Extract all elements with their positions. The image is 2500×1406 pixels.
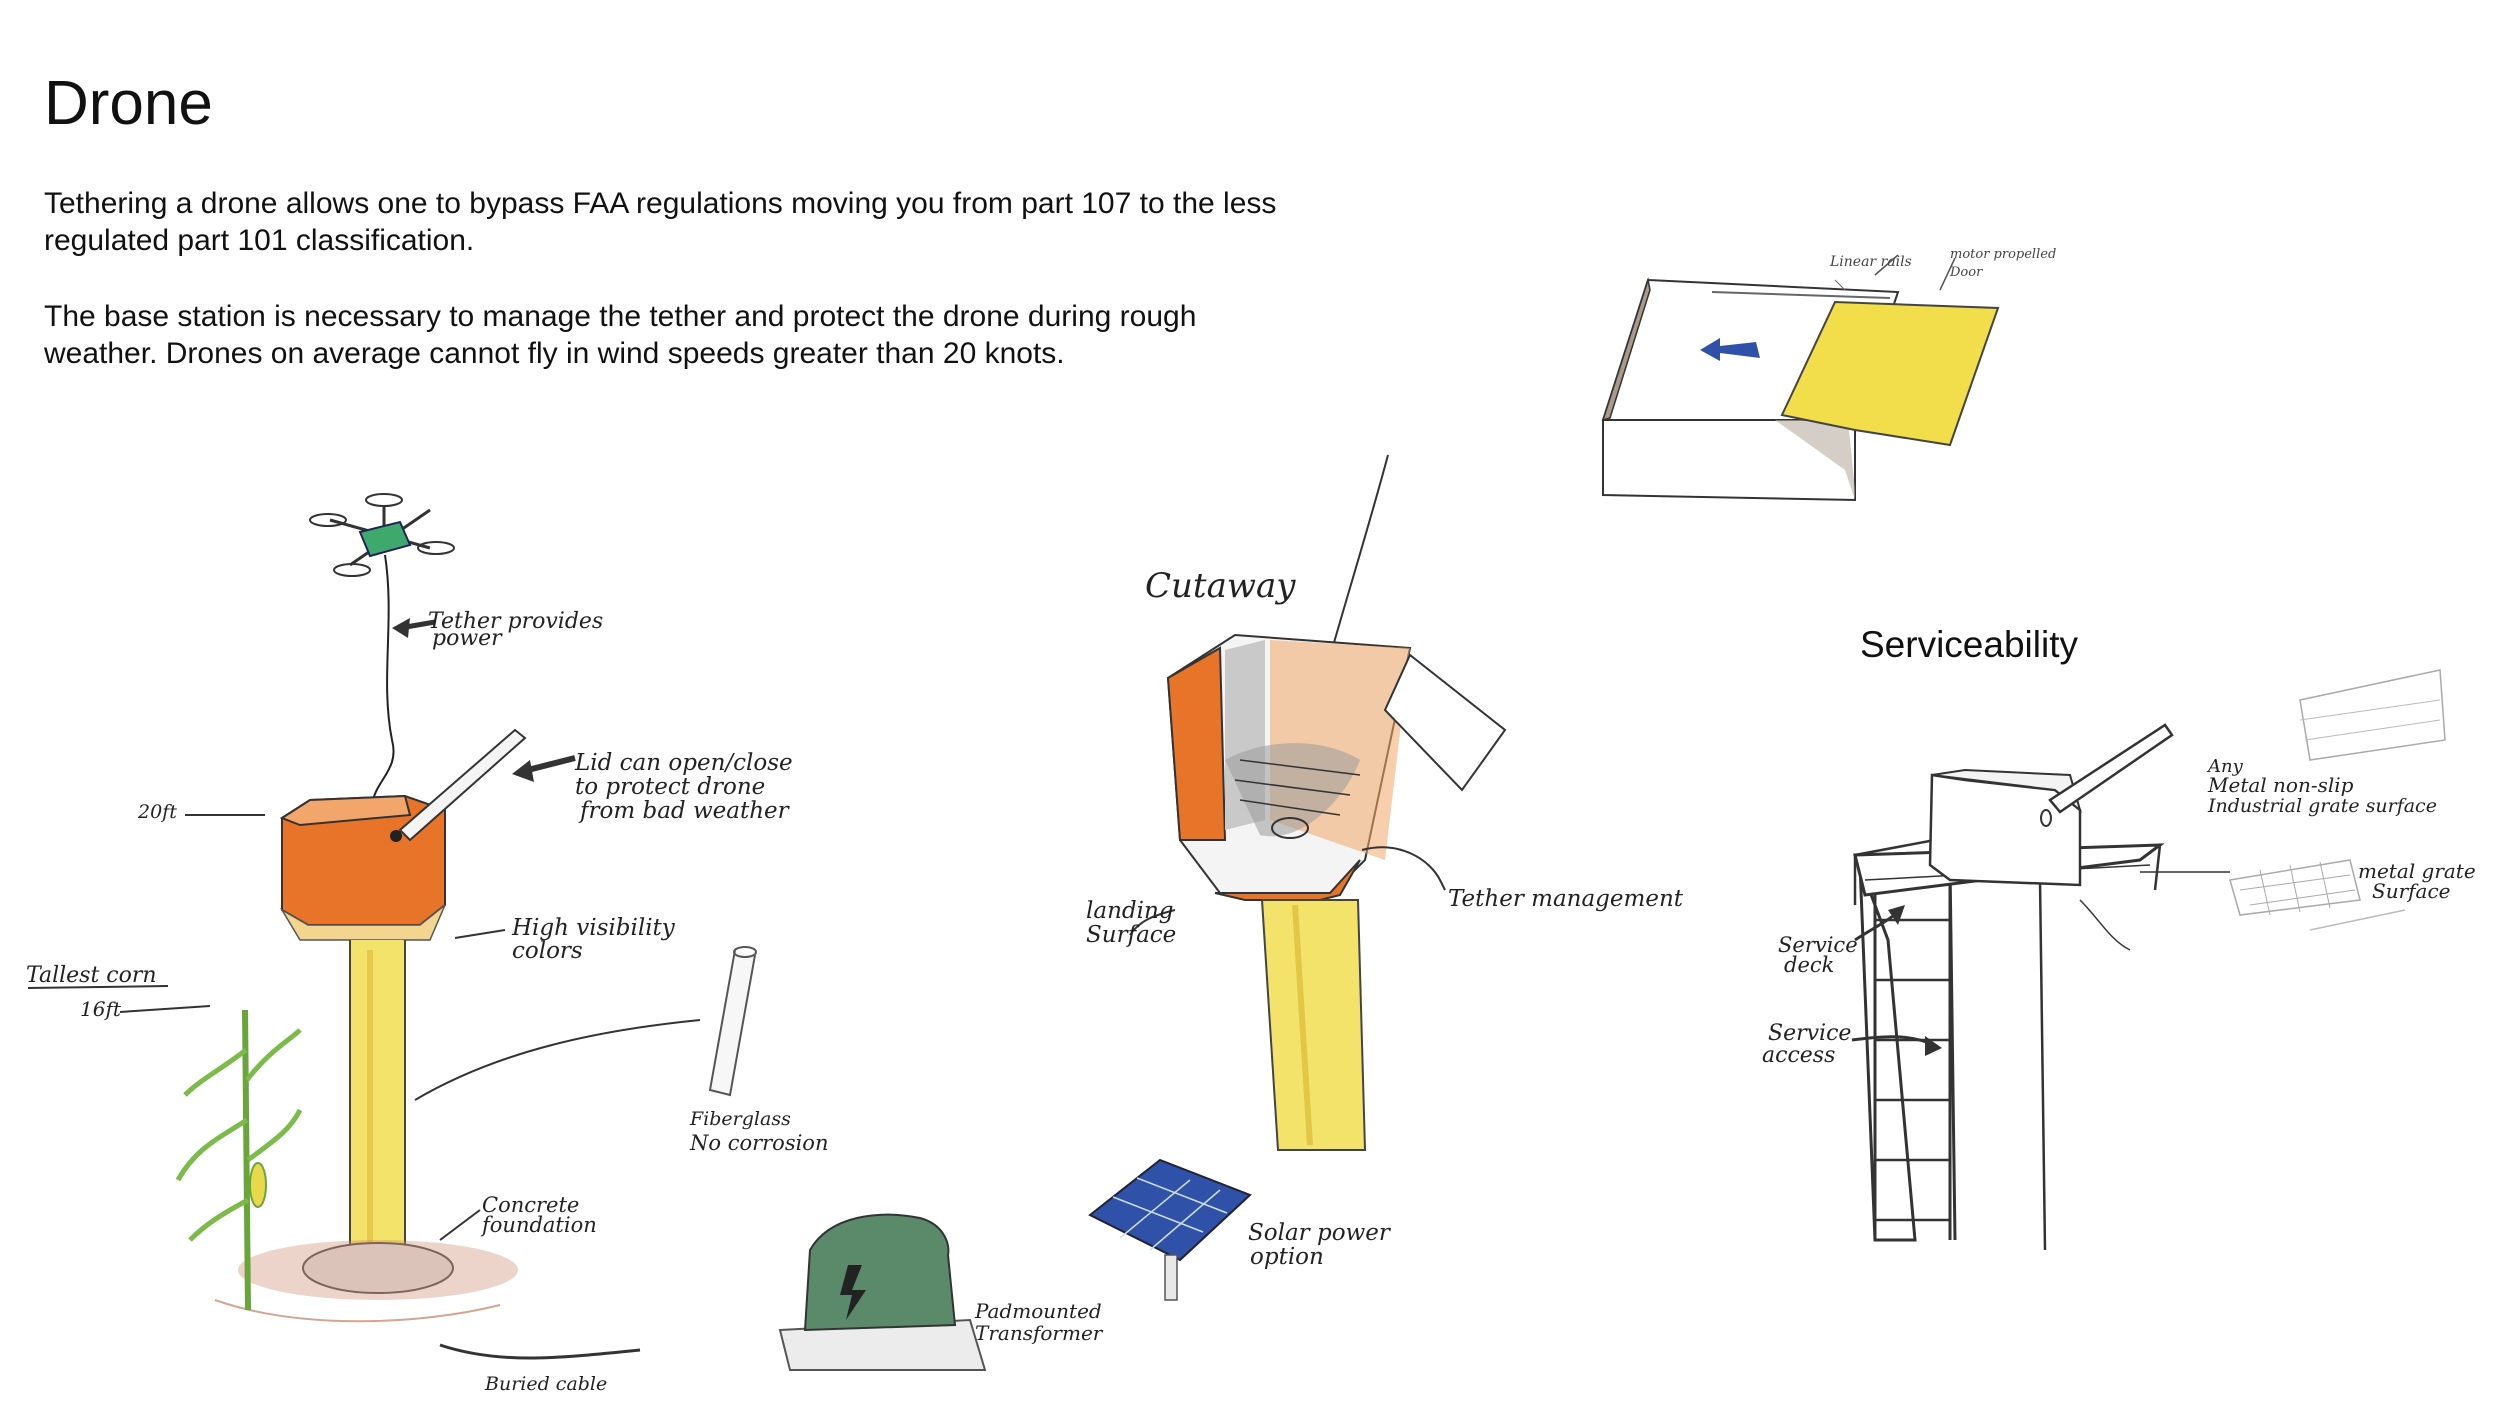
label-20ft: 20ft xyxy=(137,801,177,823)
svg-text:deck: deck xyxy=(1784,953,1834,977)
label-tallest-corn: Tallest corn xyxy=(26,963,157,988)
label-cutaway: Cutaway xyxy=(1145,566,1296,606)
svg-text:to protect drone: to protect drone xyxy=(575,774,765,800)
svg-text:colors: colors xyxy=(512,938,583,964)
svg-text:No corrosion: No corrosion xyxy=(689,1131,828,1155)
svg-text:Transformer: Transformer xyxy=(975,1321,1104,1345)
main-station-sketch xyxy=(27,493,757,1360)
label-solar: Solar power xyxy=(1248,1220,1392,1246)
transformer-illustration xyxy=(778,1213,987,1371)
serviceability-heading: Serviceability xyxy=(1860,624,2078,665)
svg-text:foundation: foundation xyxy=(480,1213,597,1237)
label-service-deck: Service xyxy=(1778,933,1858,957)
svg-text:option: option xyxy=(1250,1244,1324,1270)
label-landing-surface: landing xyxy=(1086,898,1174,924)
svg-text:Industrial grate surface: Industrial grate surface xyxy=(2207,795,2437,817)
svg-text:power: power xyxy=(432,626,503,651)
page-title: Drone xyxy=(44,69,213,138)
svg-text:access: access xyxy=(1762,1043,1835,1068)
label-metal-grate: metal grate xyxy=(2358,859,2476,883)
intro-paragraph-2: The base station is necessary to manage … xyxy=(44,300,1197,370)
label-concrete: Concrete xyxy=(482,1193,579,1217)
label-tether-power: Tether provides xyxy=(428,609,603,634)
label-fiberglass: Fiberglass xyxy=(689,1108,791,1130)
svg-text:from bad weather: from bad weather xyxy=(578,798,791,824)
svg-text:Metal non-slip: Metal non-slip xyxy=(2207,773,2354,797)
drone-illustration xyxy=(309,493,455,577)
serviceability-sketch xyxy=(1851,669,2446,1251)
label-motor-door: motor propelled xyxy=(1950,247,2056,262)
sliding-door-sketch xyxy=(1601,254,2000,502)
label-service-access: Service xyxy=(1768,1021,1851,1046)
label-tether-management: Tether management xyxy=(1448,886,1684,912)
label-high-visibility: High visibility xyxy=(511,915,676,941)
label-lid: Lid can open/close xyxy=(574,750,793,776)
svg-text:Surface: Surface xyxy=(2372,879,2451,903)
label-linear-rails: Linear rails xyxy=(1829,254,1912,270)
svg-text:Surface: Surface xyxy=(1086,922,1176,948)
svg-text:Door: Door xyxy=(1949,265,1983,280)
corn-plant-illustration xyxy=(175,1009,303,1311)
label-grate-any: Any xyxy=(2206,756,2244,777)
label-buried-cable: Buried cable xyxy=(484,1373,607,1395)
sliding-door-annotations: Linear rails motor propelled Door xyxy=(1829,247,2056,280)
label-16ft: 16ft xyxy=(80,997,122,1021)
cutaway-sketch xyxy=(1129,454,1507,1151)
transformer-annotation: Padmounted Transformer xyxy=(974,1299,1104,1345)
intro-paragraph-1: Tethering a drone allows one to bypass F… xyxy=(44,187,1277,257)
cutaway-annotations: Cutaway landing Surface Tether managemen… xyxy=(1086,566,1684,948)
serviceability-annotations: Service deck Service access Any Metal no… xyxy=(1762,756,2476,1068)
solar-annotation: Solar power option xyxy=(1248,1220,1392,1270)
solar-panel-illustration xyxy=(1088,1158,1252,1301)
main-station-annotations: Tether provides power Lid can open/close… xyxy=(26,609,828,1395)
label-padmounted: Padmounted xyxy=(974,1299,1102,1323)
